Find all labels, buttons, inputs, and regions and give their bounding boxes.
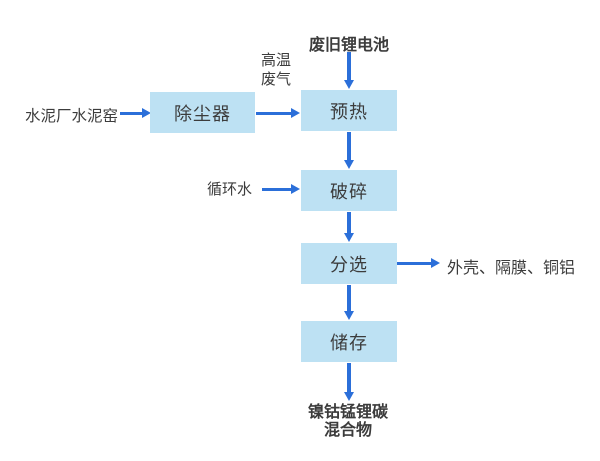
- label-flue-gas: 高温 废气: [261, 51, 291, 89]
- arrow-crush-to-sort: [344, 212, 354, 242]
- arrow-shaft: [120, 111, 144, 115]
- arrow-head-icon: [142, 108, 151, 118]
- label-final-mixture: 镍钴锰锂碳 混合物: [278, 404, 418, 440]
- arrow-sort-to-byproducts: [397, 258, 440, 268]
- arrow-shaft: [347, 363, 351, 394]
- node-preheat: 预热: [301, 90, 397, 131]
- arrow-shaft: [347, 132, 351, 162]
- arrow-shaft: [256, 111, 293, 115]
- arrow-head-icon: [431, 258, 440, 268]
- label-final-mixture-line1: 镍钴锰锂碳: [307, 404, 388, 421]
- arrow-head-icon: [291, 108, 300, 118]
- arrow-shaft: [262, 187, 293, 191]
- arrow-head-icon: [291, 184, 300, 194]
- arrow-shaft: [347, 212, 351, 235]
- arrow-dust-remover-to-preheat: [256, 108, 300, 118]
- arrow-sort-to-store: [344, 285, 354, 320]
- label-circulating-water: 循环水: [207, 181, 253, 198]
- node-crush: 破碎: [301, 170, 397, 211]
- label-sort-byproducts: 外壳、隔膜、铜铝: [447, 260, 576, 277]
- arrow-shaft: [397, 261, 433, 265]
- arrow-store-to-mixture: [344, 363, 354, 401]
- node-sort: 分选: [301, 243, 397, 284]
- arrow-head-icon: [344, 392, 354, 401]
- arrow-head-icon: [344, 233, 354, 242]
- arrow-head-icon: [344, 80, 354, 89]
- arrow-shaft: [347, 52, 351, 82]
- arrow-battery-to-preheat: [344, 52, 354, 89]
- arrow-shaft: [347, 285, 351, 313]
- arrow-kiln-to-dust-remover: [120, 108, 151, 118]
- node-store: 储存: [301, 321, 397, 362]
- arrow-head-icon: [344, 311, 354, 320]
- label-waste-battery: 废旧锂电池: [308, 37, 389, 54]
- label-flue-gas-line2: 废气: [261, 71, 292, 88]
- arrow-preheat-to-crush: [344, 132, 354, 169]
- node-dust-remover: 除尘器: [150, 92, 255, 133]
- arrow-water-to-crush: [262, 184, 300, 194]
- label-flue-gas-line1: 高温: [261, 52, 292, 69]
- label-final-mixture-line2: 混合物: [323, 422, 372, 439]
- arrow-head-icon: [344, 160, 354, 169]
- label-cement-kiln-source: 水泥厂水泥窑: [25, 108, 119, 125]
